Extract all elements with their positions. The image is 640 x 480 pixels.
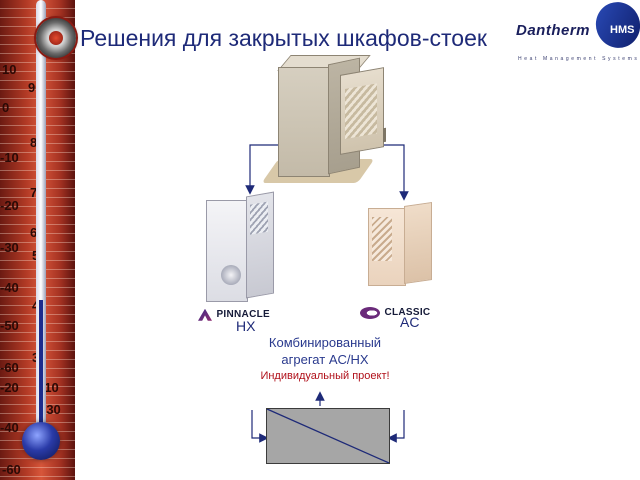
ac-front: [368, 208, 406, 286]
classic-ac-unit-image: [368, 202, 434, 286]
hx-grille: [250, 201, 268, 235]
thermometer-decoration: 10 90 0 80 -10 70 -20 60 -30 50 -40 40 -…: [0, 0, 75, 480]
thermometer-liquid: [39, 300, 43, 440]
thermometer-label: -30: [0, 240, 19, 255]
bullet-disc-icon: [36, 18, 76, 58]
logo-brand: Dantherm: [516, 22, 591, 39]
thermometer-label: -60: [0, 360, 19, 375]
arrow-ac-to-combined: [387, 410, 405, 443]
classic-brand-text: CLASSIC: [384, 307, 431, 319]
combined-unit-box: [266, 408, 390, 464]
ac-label: AC: [400, 314, 420, 330]
combined-caption-line1: Комбинированный: [268, 335, 382, 350]
dantherm-logo: Dantherm HMS Heat Management Systems: [508, 0, 640, 70]
logo-suffix: HMS: [610, 24, 635, 36]
slide-title: Решения для закрытых шкафов-стоек: [80, 25, 487, 51]
rack-handle: [383, 127, 386, 143]
combined-unit-caption: Комбинированный агрегат AC/HX Индивидуал…: [240, 334, 410, 385]
classic-brand: CLASSIC: [360, 304, 430, 320]
ac-grille: [372, 217, 392, 261]
thermometer-tube: [36, 0, 46, 430]
custom-project-note: Индивидуальный проект!: [260, 370, 390, 382]
rack-grille: [345, 83, 377, 139]
rack-cooling-door: [340, 67, 386, 155]
box-diagonal: [267, 409, 389, 463]
thermometer-label: -20: [0, 198, 19, 213]
pinnacle-hx-unit-image: [206, 190, 274, 302]
thermometer-label: -20: [0, 380, 19, 395]
combined-caption-line2: агрегат AC/HX: [281, 352, 369, 367]
thermometer-label: -10: [0, 150, 19, 165]
hx-side: [246, 191, 274, 299]
ac-side: [404, 202, 432, 284]
thermometer-bulb: [22, 422, 60, 460]
pinnacle-brand: PINNACLE: [198, 306, 270, 321]
arrow-hx-to-combined: [251, 410, 269, 443]
thermometer-label: -40: [0, 420, 19, 435]
thermometer-label: -40: [0, 280, 19, 295]
rack-cabinet-image: [261, 55, 386, 183]
fan-icon: [221, 265, 241, 285]
thermometer-label: 10: [2, 62, 17, 77]
thermometer-label: -60: [2, 462, 21, 477]
pinnacle-brand-text: PINNACLE: [216, 309, 270, 321]
arrow-rack-to-ac: [362, 144, 409, 201]
rack-front: [278, 67, 330, 177]
thermometer-label: -50: [0, 318, 19, 333]
classic-logo-icon: [360, 306, 380, 319]
thermometer-label: 0: [2, 100, 10, 115]
hx-label: HX: [236, 318, 256, 334]
hx-front: [206, 200, 248, 302]
logo-tagline: Heat Management Systems: [518, 56, 640, 62]
thermometer-label: -30: [42, 402, 61, 417]
pinnacle-logo-icon: [198, 308, 212, 321]
